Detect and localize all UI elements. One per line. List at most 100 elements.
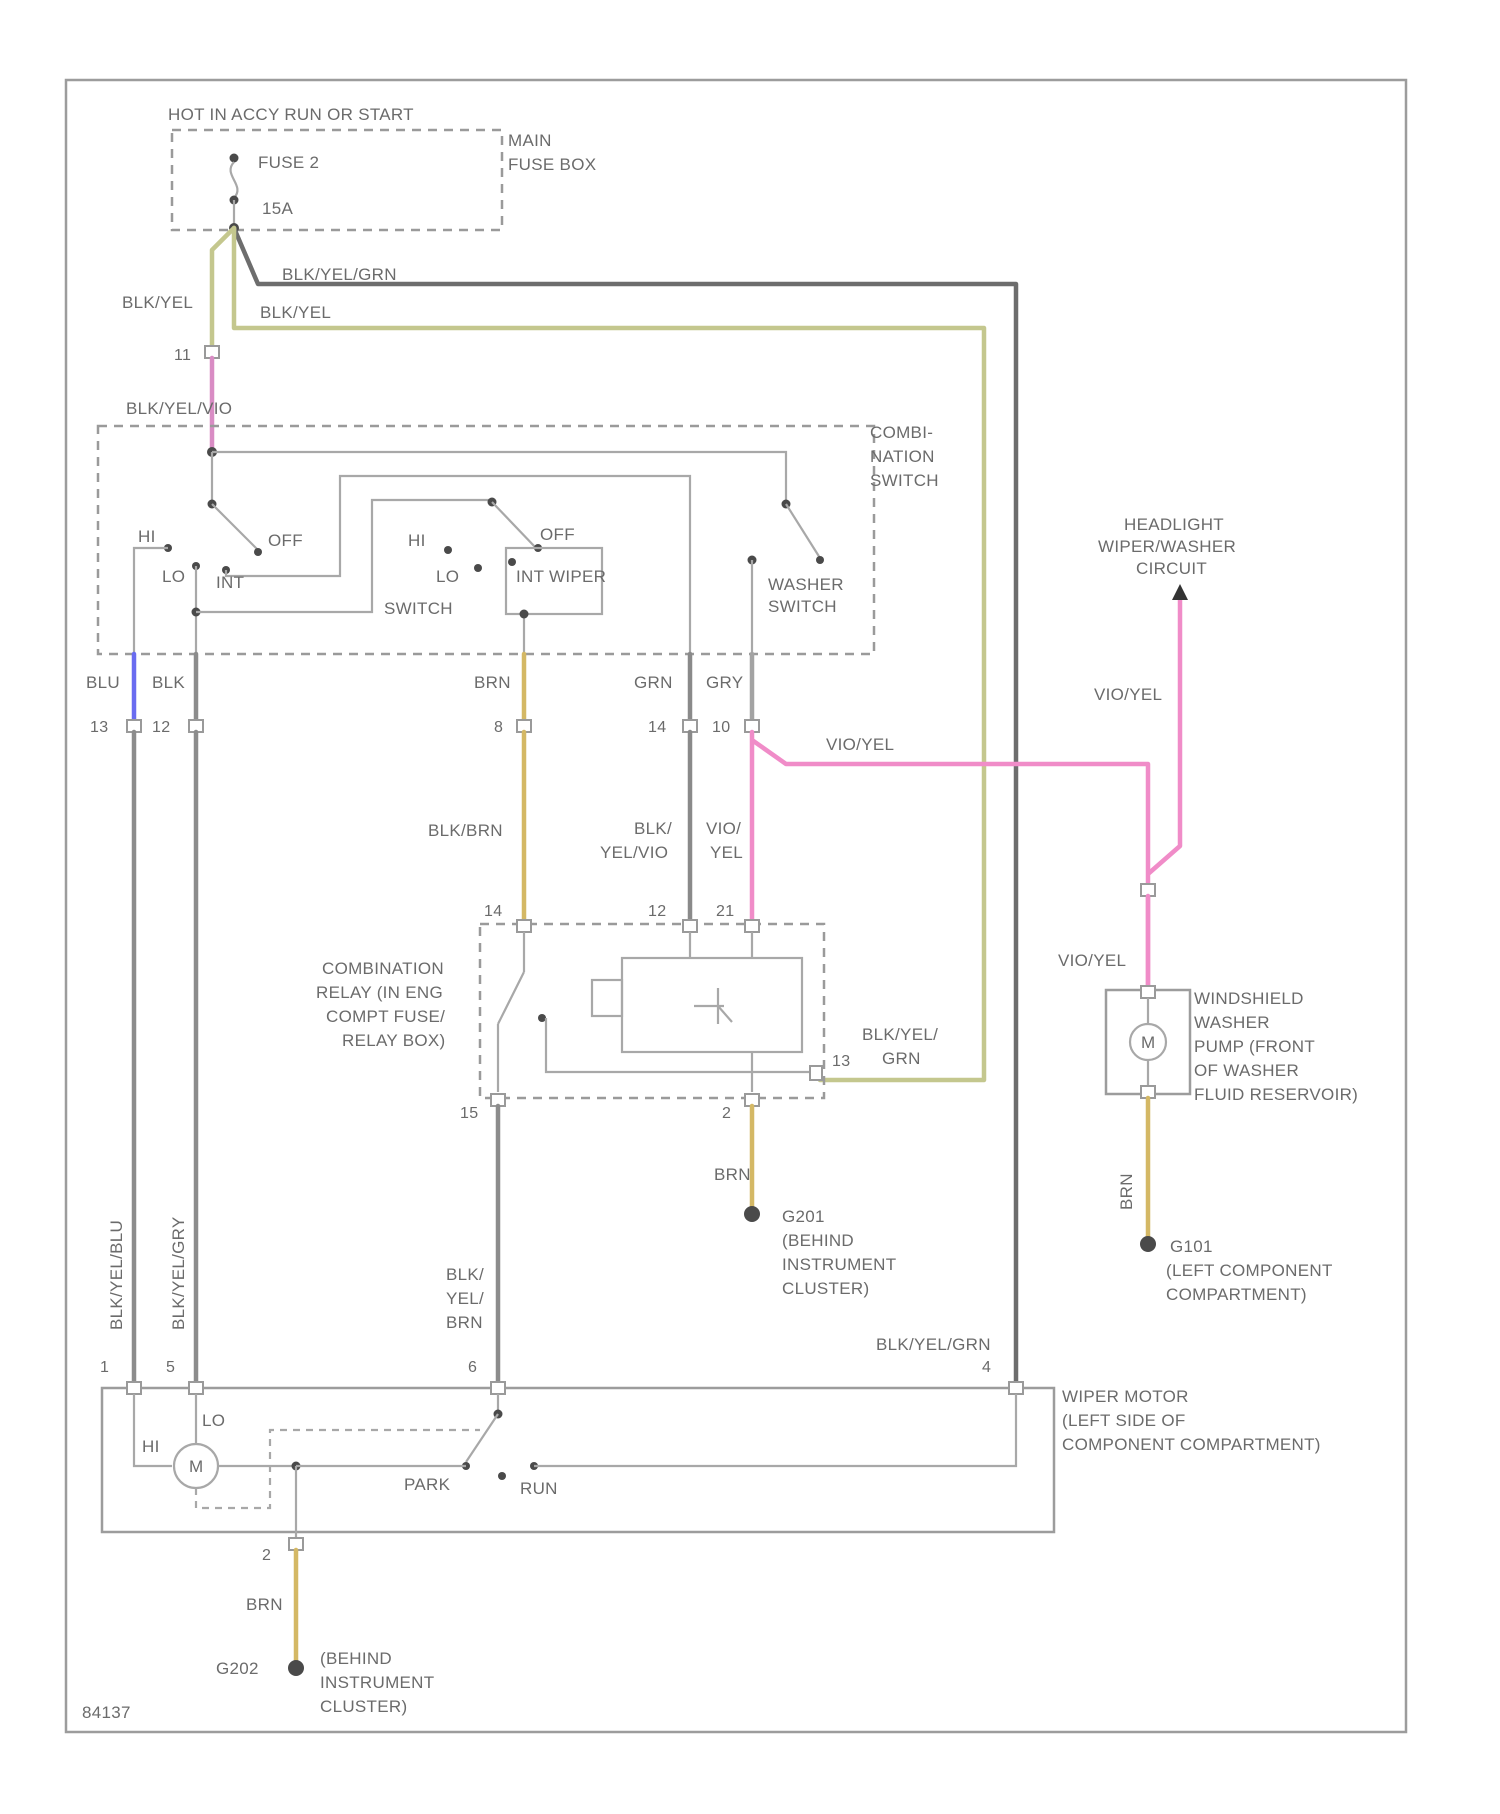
relay-timer-icon <box>694 988 732 1024</box>
combination-relay-label: RELAY BOX) <box>342 1031 445 1050</box>
washer-pump-label: WASHER <box>1194 1013 1270 1032</box>
connector-relay-12 <box>683 920 697 932</box>
fuse-box-label: FUSE BOX <box>508 155 596 174</box>
connector-motor-6 <box>491 1382 505 1394</box>
wire-label-relay-blk-yel-grn: GRN <box>882 1049 921 1068</box>
combination-relay-label: RELAY (IN ENG <box>316 983 443 1002</box>
pin-label-13: 13 <box>90 719 108 736</box>
park-label: PARK <box>404 1475 451 1494</box>
wiper-switch-blade <box>212 504 258 550</box>
relay-contact-point <box>538 1014 546 1022</box>
connector-relay-14 <box>517 920 531 932</box>
wire-label-gry: GRY <box>706 673 743 692</box>
wire-label-vio-yel-relay: VIO/ <box>706 819 741 838</box>
wire-label-blk-yel-vio: BLK/YEL/VIO <box>126 399 232 418</box>
washer-pump-label: WINDSHIELD <box>1194 989 1304 1008</box>
run-contact <box>498 1472 506 1480</box>
wire-label-blk-yel-brn: YEL/ <box>446 1289 484 1308</box>
washer-pump-label: FLUID RESERVOIR) <box>1194 1085 1358 1104</box>
washer-pump-motor-letter: M <box>1141 1033 1155 1052</box>
washer-pump-label: PUMP (FRONT <box>1194 1037 1315 1056</box>
wire-label-brn-relay: BRN <box>714 1165 751 1184</box>
wire-label-blk-yel-vio-relay: BLK/ <box>634 819 672 838</box>
motor-park-link <box>196 1430 480 1508</box>
wire-label-blk-brn: BLK/BRN <box>428 821 503 840</box>
relay-pin-label-14: 14 <box>484 903 502 920</box>
headlight-circuit-label: WIPER/WASHER <box>1098 537 1236 556</box>
hot-in-label: HOT IN ACCY RUN OR START <box>168 105 414 124</box>
wire-label-vio-yel-relay: YEL <box>710 843 743 862</box>
motor-lo-label: LO <box>202 1411 225 1430</box>
main-fuse-box <box>172 130 502 230</box>
int-switch-pos-hi: HI <box>408 531 426 550</box>
switch-bus <box>212 452 786 504</box>
relay-pin-label-15: 15 <box>460 1105 478 1122</box>
wiper-motor-label: WIPER MOTOR <box>1062 1387 1189 1406</box>
relay-internal-loop <box>546 1018 810 1092</box>
wire-label-blu: BLU <box>86 673 120 692</box>
wire-label-blk-yel-left: BLK/YEL <box>122 293 193 312</box>
wire-label-blk: BLK <box>152 673 185 692</box>
int-wiper-label: INT WIPER <box>516 567 606 586</box>
wire-label-motor-1: BLK/YEL/BLU <box>107 1220 126 1330</box>
int-lead <box>226 476 690 720</box>
connector-relay-13 <box>810 1066 822 1080</box>
switch-pos-off: OFF <box>268 531 303 550</box>
relay-coil-tab <box>592 980 622 1016</box>
headlight-arrow-icon <box>1172 584 1188 600</box>
fuse-label: FUSE 2 <box>258 153 319 172</box>
connector-motor-5 <box>189 1382 203 1394</box>
motor-pin-label-6: 6 <box>468 1359 477 1376</box>
washer-switch-label: WASHER <box>768 575 844 594</box>
diagram-code: 84137 <box>82 1703 131 1722</box>
ground-g201-label: G201 <box>782 1207 825 1226</box>
switch-label: SWITCH <box>384 599 453 618</box>
wiper-motor-box <box>102 1388 1054 1532</box>
ground-g202-icon <box>288 1660 304 1676</box>
washer-switch-contact <box>816 556 824 564</box>
wire-label-blk-yel-brn: BLK/ <box>446 1265 484 1284</box>
wire-label-blk-yel-inner: BLK/YEL <box>260 303 331 322</box>
int-wiper-contact-hi <box>444 546 452 554</box>
relay-pin-label-12: 12 <box>648 903 666 920</box>
ground-g101-label: COMPARTMENT) <box>1166 1285 1307 1304</box>
run-label: RUN <box>520 1479 558 1498</box>
pin-label-8: 8 <box>494 719 503 736</box>
int-wiper-contact-int <box>508 558 516 566</box>
relay-pin-label-21: 21 <box>716 903 734 920</box>
ground-g101-label: (LEFT COMPONENT <box>1166 1261 1333 1280</box>
wire-label-vio-yel-mid: VIO/YEL <box>826 735 894 754</box>
fuse-symbol <box>231 162 238 198</box>
int-lo-link <box>196 500 490 612</box>
relay-pin-label-2: 2 <box>722 1105 731 1122</box>
combination-switch-label: SWITCH <box>870 471 939 490</box>
fuse-amp-label: 15A <box>262 199 294 218</box>
fuse-box-label: MAIN <box>508 131 552 150</box>
combination-switch-label: NATION <box>870 447 935 466</box>
combination-switch-label: COMBI- <box>870 423 933 442</box>
pin-label-10: 10 <box>712 719 730 736</box>
wiper-contact-off <box>254 548 262 556</box>
wire-label-blk-yel-vio-relay: YEL/VIO <box>600 843 668 862</box>
wire-label-brn-bottom: BRN <box>246 1595 283 1614</box>
ground-g202-label: (BEHIND <box>320 1649 392 1668</box>
ground-g201-label: CLUSTER) <box>782 1279 869 1298</box>
wire-label-blk-yel-brn: BRN <box>446 1313 483 1332</box>
relay-pin-label-13: 13 <box>832 1053 850 1070</box>
fuse-terminal-top <box>230 154 239 163</box>
ground-g101-label: G101 <box>1170 1237 1213 1256</box>
wiper-motor-label: (LEFT SIDE OF <box>1062 1411 1186 1430</box>
wire-label-grn: GRN <box>634 673 673 692</box>
washer-pump-conn-top <box>1141 986 1155 998</box>
wiper-motor-letter: M <box>189 1457 203 1476</box>
ground-g202-label: G202 <box>216 1659 259 1678</box>
combination-relay-label: COMBINATION <box>322 959 444 978</box>
motor-pin-label-2: 2 <box>262 1547 271 1564</box>
switch-pos-hi: HI <box>138 527 156 546</box>
washer-switch-blade <box>786 504 820 558</box>
motor-hi-label: HI <box>142 1437 160 1456</box>
ground-g201-icon <box>744 1206 760 1222</box>
park-switch-blade <box>466 1414 498 1462</box>
motor-pin-label-1: 1 <box>100 1359 109 1376</box>
